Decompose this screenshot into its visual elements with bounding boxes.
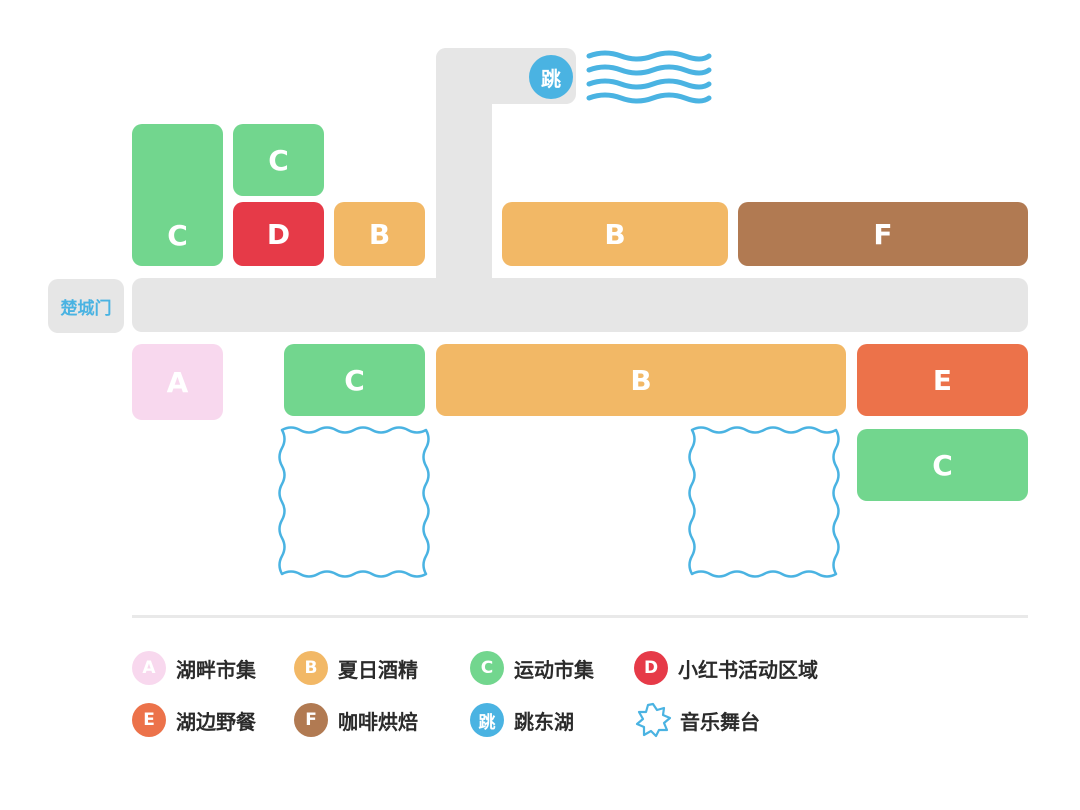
legend-badge-b: B — [294, 651, 328, 685]
zone-b-bottom[interactable]: B — [436, 344, 846, 416]
legend-item-e: E 湖边野餐 — [132, 702, 256, 738]
zone-letter: B — [630, 363, 652, 397]
jump-lake-badge[interactable]: 跳 — [529, 55, 573, 99]
zone-letter: D — [266, 217, 291, 251]
legend-item-jump: 跳 跳东湖 — [470, 702, 574, 738]
zone-b-small[interactable]: B — [334, 202, 425, 266]
music-stage-icon — [635, 702, 672, 738]
zone-e[interactable]: E — [857, 344, 1028, 416]
zone-letter: C — [344, 363, 365, 397]
zone-letter: B — [604, 217, 626, 251]
road-main — [132, 278, 1028, 332]
zone-c-bottom-left[interactable]: C — [284, 344, 425, 416]
legend-badge-a: A — [132, 651, 166, 685]
legend-badge-c: C — [470, 651, 504, 685]
legend-label: 运动市集 — [514, 657, 594, 682]
zone-a[interactable]: A — [132, 344, 223, 420]
zone-c-small[interactable]: C — [233, 124, 324, 196]
legend-label: 小红书活动区域 — [678, 657, 818, 682]
legend-item-d: D 小红书活动区域 — [634, 650, 818, 686]
legend-label: 夏日酒精 — [338, 657, 418, 682]
zone-c-tall[interactable]: C — [132, 124, 223, 266]
legend-item-a: A 湖畔市集 — [132, 650, 256, 686]
legend-item-f: F 咖啡烘焙 — [294, 702, 418, 738]
music-stage-right[interactable] — [686, 424, 844, 580]
zone-letter: A — [166, 365, 189, 399]
legend-label: 咖啡烘焙 — [338, 709, 418, 734]
legend-badge-jump: 跳 — [470, 703, 504, 737]
gate-label[interactable]: 楚城门 — [48, 279, 124, 333]
legend-badge-f: F — [294, 703, 328, 737]
legend-divider — [132, 615, 1028, 618]
zone-f[interactable]: F — [738, 202, 1028, 266]
legend-label: 湖畔市集 — [176, 657, 256, 682]
zone-b-top[interactable]: B — [502, 202, 728, 266]
legend-item-c: C 运动市集 — [470, 650, 594, 686]
zone-letter: E — [932, 363, 953, 397]
zone-letter: C — [268, 143, 289, 177]
zone-letter: C — [932, 448, 953, 482]
zone-letter: B — [368, 217, 391, 251]
music-stage-left[interactable] — [276, 424, 434, 580]
legend-item-b: B 夏日酒精 — [294, 650, 418, 686]
zone-d[interactable]: D — [233, 202, 324, 266]
zone-letter: F — [873, 217, 893, 251]
legend-label: 跳东湖 — [514, 709, 574, 734]
legend-label: 湖边野餐 — [176, 709, 256, 734]
water-wave-icon — [586, 50, 712, 104]
zone-letter: C — [167, 219, 188, 252]
legend-label: 音乐舞台 — [680, 709, 760, 734]
legend-badge-d: D — [634, 651, 668, 685]
legend-item-stage: 音乐舞台 — [634, 702, 760, 738]
zone-c-bottom-right[interactable]: C — [857, 429, 1028, 501]
legend-badge-e: E — [132, 703, 166, 737]
